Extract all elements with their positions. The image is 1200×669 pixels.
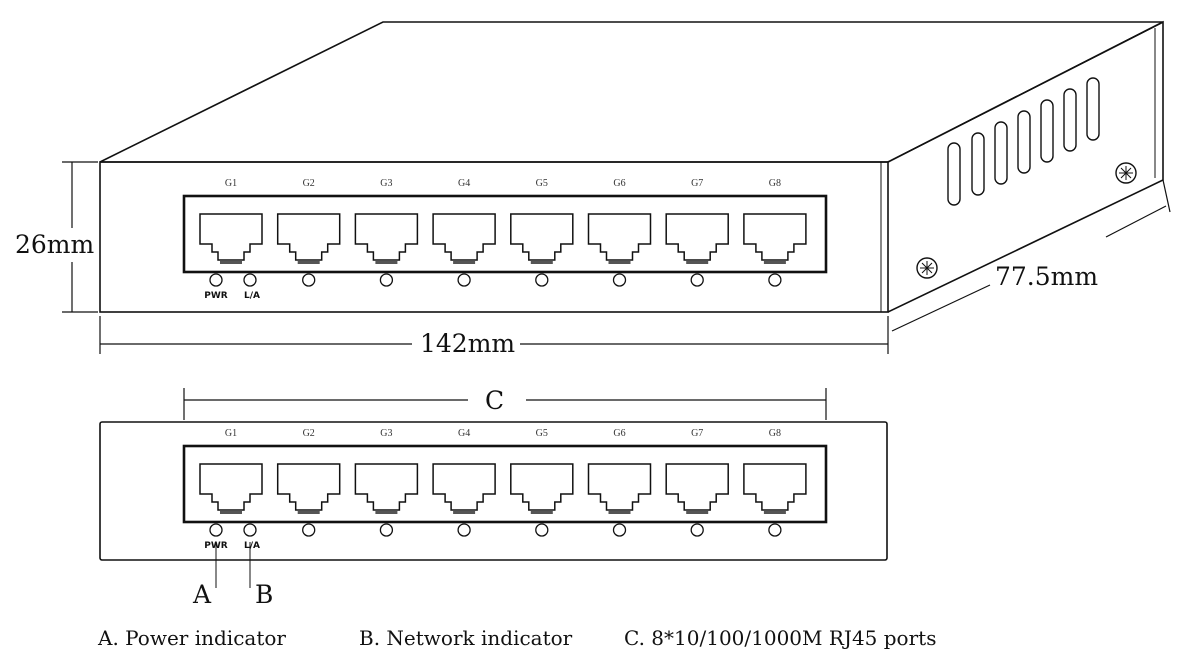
port-contacts	[453, 261, 476, 264]
rj45-port-icon	[587, 213, 652, 261]
front-panel	[99, 421, 888, 561]
port-contacts	[686, 511, 709, 514]
port-led-icon	[768, 523, 782, 537]
screw-icon	[916, 257, 938, 279]
callout-c: C	[485, 386, 504, 415]
port-led-icon	[612, 523, 627, 537]
rj45-port-icon	[354, 213, 419, 261]
port-label: G7	[691, 428, 703, 439]
port-label: G6	[613, 428, 625, 439]
legend-network-indicator: B. Network indicator	[359, 626, 573, 650]
port-contacts	[608, 511, 631, 514]
port-contacts	[608, 261, 631, 264]
callout-a: A	[192, 580, 212, 609]
port-label: G3	[380, 178, 392, 189]
port-label: G3	[380, 428, 392, 439]
port-led-icon	[535, 523, 549, 537]
port-label: G1	[225, 428, 237, 439]
port-contacts	[375, 511, 398, 514]
rj45-port-icon	[276, 213, 341, 261]
port-contacts	[220, 261, 242, 264]
port-led-icon	[612, 273, 627, 287]
port-contacts	[220, 511, 242, 514]
port-contacts	[763, 261, 786, 264]
rj45-port-icon	[510, 213, 574, 261]
rj45-port-icon	[432, 463, 496, 511]
link-led-icon	[243, 273, 257, 287]
port-label: G4	[458, 428, 470, 439]
front-view	[99, 421, 888, 561]
port-led-icon	[302, 273, 316, 287]
port-contacts	[453, 511, 476, 514]
isometric-view	[99, 20, 1164, 313]
port-label: G4	[458, 178, 470, 189]
port-contacts	[686, 261, 709, 264]
height-dimension-label: 26mm	[15, 230, 95, 259]
link-activity-label: L/A	[244, 541, 260, 551]
port-led-icon	[768, 273, 782, 287]
rj45-port-icon	[743, 213, 807, 261]
power-led-icon	[209, 523, 223, 537]
depth-dimension-label: 77.5mm	[995, 262, 1098, 291]
rj45-port-icon	[510, 463, 574, 511]
port-led-icon	[535, 273, 549, 287]
port-contacts	[530, 511, 553, 514]
rj45-port-icon	[432, 213, 496, 261]
device-side-face	[887, 20, 1164, 313]
legend-power-indicator: A. Power indicator	[97, 626, 286, 650]
port-led-icon	[690, 273, 704, 287]
port-label: G7	[691, 178, 703, 189]
legend-rj45-ports: C. 8*10/100/1000M RJ45 ports	[624, 626, 936, 650]
port-label: G1	[225, 178, 237, 189]
port-label: G8	[769, 428, 781, 439]
link-led-icon	[243, 523, 257, 537]
port-led-icon	[302, 523, 316, 537]
callout-lines	[215, 542, 251, 588]
width-dimension-label: 142mm	[420, 329, 515, 358]
port-label: G2	[303, 428, 315, 439]
port-bezel	[182, 194, 828, 274]
port-led-icon	[379, 523, 394, 537]
port-label: G2	[303, 178, 315, 189]
port-contacts	[297, 511, 320, 514]
port-label: G8	[769, 178, 781, 189]
side-vents	[947, 77, 1100, 206]
rj45-port-icon	[199, 463, 263, 511]
port-contacts	[375, 261, 398, 264]
screw-icon	[1115, 162, 1137, 184]
ports-range-bracket	[183, 388, 827, 420]
port-bezel	[182, 444, 828, 524]
port-led-icon	[457, 273, 471, 287]
port-label: G5	[536, 428, 548, 439]
port-led-icon	[690, 523, 704, 537]
rj45-port-icon	[587, 463, 652, 511]
rj45-port-icon	[665, 213, 729, 261]
port-contacts	[763, 511, 786, 514]
dimension-lines	[62, 161, 1171, 354]
power-led-icon	[209, 273, 223, 287]
port-contacts	[297, 261, 320, 264]
rj45-port-icon	[354, 463, 419, 511]
port-led-icon	[457, 523, 471, 537]
link-activity-label: L/A	[244, 291, 260, 301]
port-contacts	[530, 261, 553, 264]
port-label: G5	[536, 178, 548, 189]
device-front-face	[99, 161, 889, 313]
pwr-label: PWR	[204, 291, 228, 301]
rj45-port-icon	[276, 463, 341, 511]
device-top-face	[99, 21, 1164, 163]
rj45-port-icon	[743, 463, 807, 511]
port-led-icon	[379, 273, 394, 287]
rj45-port-icon	[199, 213, 263, 261]
rj45-port-icon	[665, 463, 729, 511]
port-label: G6	[613, 178, 625, 189]
callout-b: B	[255, 580, 273, 609]
